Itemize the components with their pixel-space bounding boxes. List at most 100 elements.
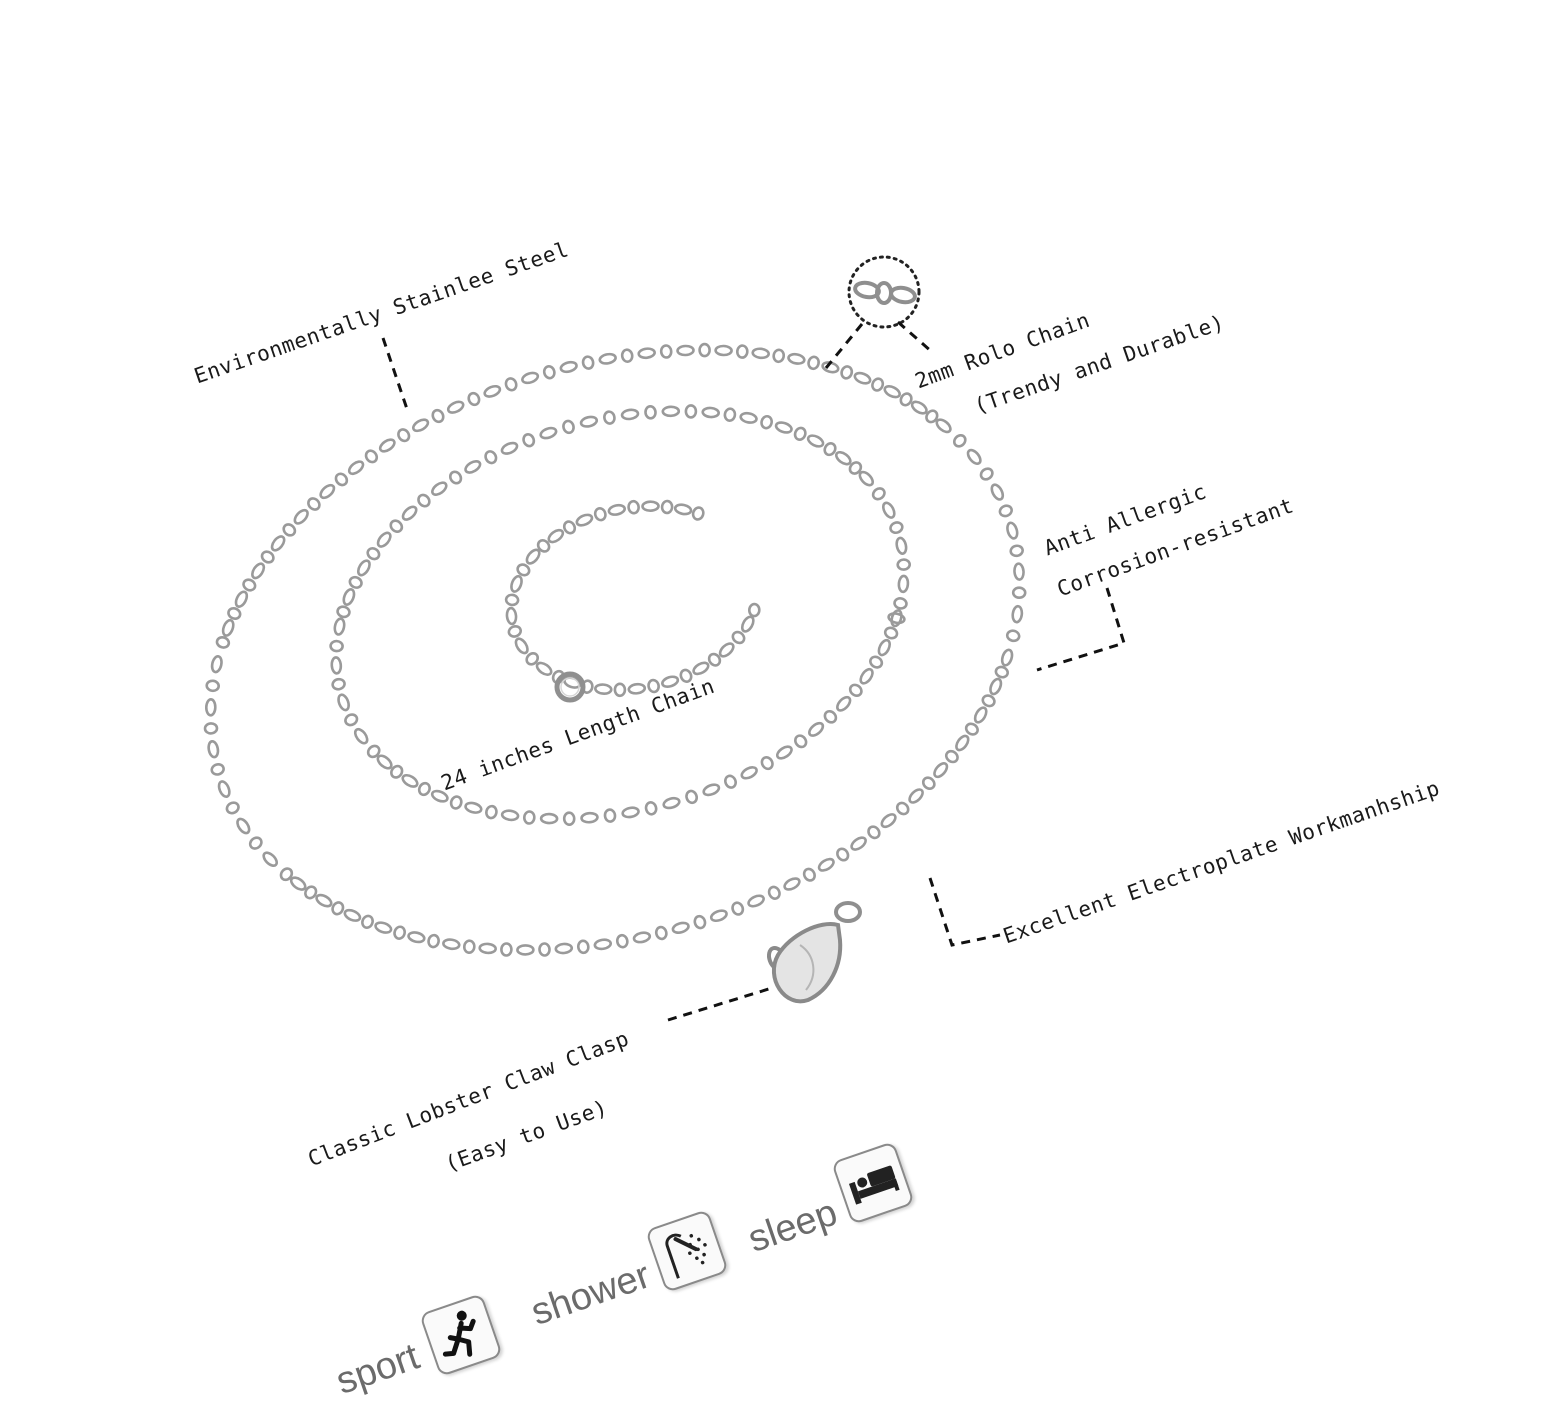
chain-link <box>580 811 599 824</box>
chain-link <box>840 365 854 380</box>
chain-link <box>366 547 381 561</box>
leader-allergic <box>1036 587 1126 672</box>
chain-link <box>483 384 502 398</box>
chain-link <box>998 504 1013 518</box>
chain-link <box>217 780 231 798</box>
chain-link <box>659 344 673 359</box>
leader-stainless <box>381 337 410 413</box>
chain-link <box>236 817 251 835</box>
chain-link <box>880 813 897 829</box>
chain-detail-magnifier <box>847 255 921 329</box>
chain-link <box>260 550 275 564</box>
chain-link <box>895 801 910 816</box>
chain-link <box>808 721 825 737</box>
chain-link <box>989 677 1003 696</box>
chain-link <box>859 667 874 685</box>
chain-link <box>806 434 825 448</box>
chain-link <box>807 355 820 371</box>
chain-link <box>1009 544 1024 558</box>
chain-link <box>331 677 346 691</box>
chain-link <box>673 503 693 516</box>
chain-link <box>331 901 345 916</box>
chain-link <box>740 766 758 780</box>
chain-link <box>698 342 711 358</box>
chain-link <box>662 796 681 810</box>
chain-link <box>620 408 640 421</box>
chain-link <box>210 763 225 776</box>
chain-link <box>881 501 896 519</box>
chain-link <box>390 764 404 779</box>
chain-link <box>539 426 558 440</box>
chain-link <box>484 450 498 465</box>
chain-link <box>774 421 793 434</box>
chain-link <box>836 695 852 712</box>
chain-link <box>430 789 449 803</box>
chain-link <box>344 713 359 727</box>
chain-link <box>522 433 536 448</box>
chain-link <box>361 914 374 929</box>
chain-link <box>376 754 393 770</box>
chain-link <box>679 668 693 683</box>
chain-link <box>347 460 365 476</box>
chain-link <box>374 921 393 934</box>
chain-link <box>366 744 381 759</box>
chain-link <box>562 419 575 435</box>
chain-link <box>1006 521 1019 540</box>
chain-link <box>701 406 720 419</box>
chain-link <box>442 938 461 951</box>
chain-link <box>462 939 476 954</box>
chain-link <box>504 593 520 607</box>
chain-link <box>644 405 657 420</box>
chain-link <box>850 836 867 851</box>
chain-link <box>378 438 396 453</box>
chain-link <box>731 630 746 645</box>
chain-link <box>329 639 344 653</box>
chain-link <box>464 459 482 474</box>
chain-link <box>401 505 418 521</box>
chain-link <box>342 588 356 606</box>
chain-link <box>594 683 613 695</box>
chain-link <box>979 467 994 481</box>
chain-link <box>562 811 576 826</box>
chain-link <box>955 734 970 752</box>
chain-link <box>747 894 765 908</box>
chain-link <box>417 781 431 797</box>
chain-link <box>1011 604 1024 624</box>
chain-link <box>981 694 996 708</box>
chain-link <box>627 499 640 515</box>
chain-link <box>848 683 863 698</box>
chain-link <box>848 461 863 475</box>
chain-link <box>760 756 774 771</box>
chain-link <box>248 836 263 850</box>
chain-link <box>270 535 286 552</box>
chain-link <box>869 655 884 669</box>
lobster-clasp <box>767 901 862 1004</box>
chain-link <box>692 661 710 676</box>
chain-link <box>935 418 952 434</box>
chain-link <box>871 377 885 392</box>
chain-link <box>747 602 761 618</box>
chain-link <box>740 615 755 633</box>
chain-link <box>478 942 497 955</box>
chain-link <box>449 795 463 810</box>
chain-link <box>539 812 559 825</box>
chain-link <box>661 405 681 418</box>
chain-link <box>525 651 540 666</box>
chain-link <box>417 493 431 508</box>
chain-link <box>660 499 674 515</box>
chain-link <box>500 942 513 957</box>
chain-link <box>319 483 336 500</box>
chain-link <box>225 801 240 815</box>
chain-link <box>627 682 647 695</box>
chain-link <box>431 481 448 496</box>
chain-link <box>522 810 536 825</box>
chain-link <box>356 559 371 577</box>
chain-link <box>767 885 781 900</box>
chain-link <box>641 500 660 513</box>
chain-link <box>464 801 483 814</box>
chain-link <box>500 441 519 455</box>
chain-link <box>279 867 294 882</box>
chain-link <box>823 709 838 724</box>
